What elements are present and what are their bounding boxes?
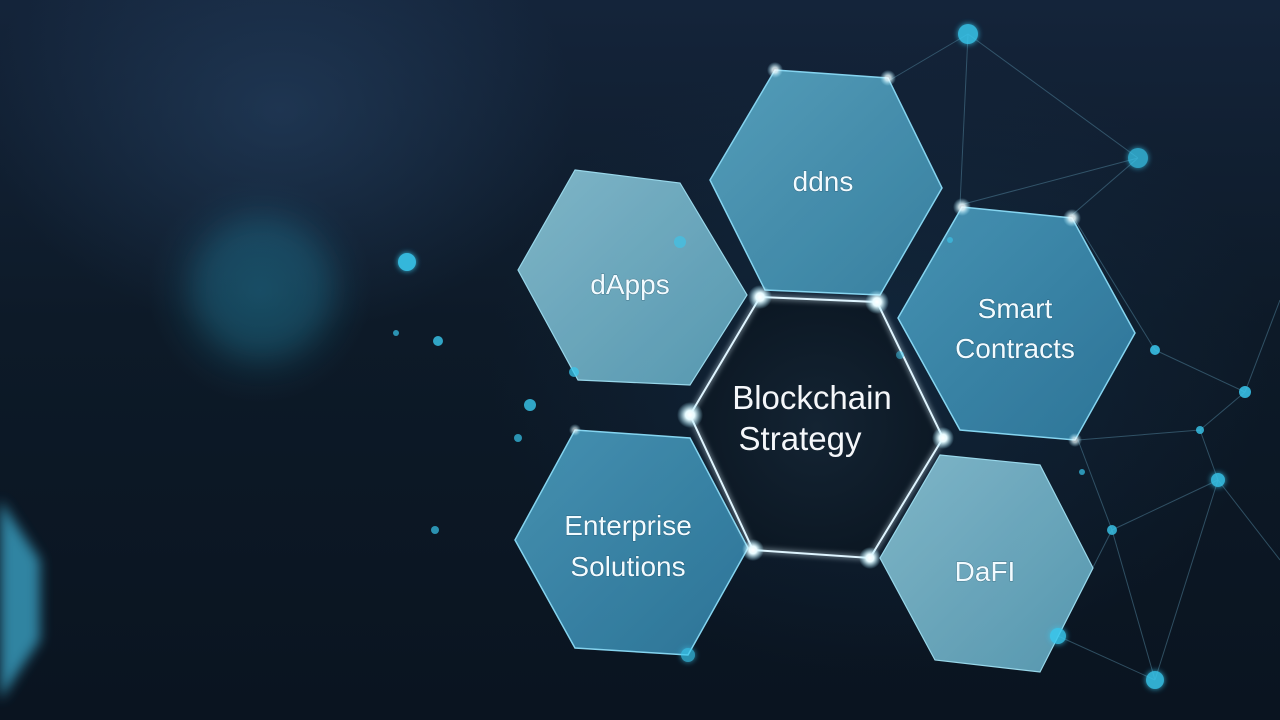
outer-vertex-glows xyxy=(569,62,1082,447)
center-vertex-glows xyxy=(677,285,954,569)
hex-label-smart: Smart xyxy=(978,293,1053,324)
bokeh-blur xyxy=(192,218,332,358)
hex-node-dapps: dApps xyxy=(517,169,748,386)
hex-node-smart-contracts: Smart Contracts xyxy=(897,206,1136,441)
hex-node-ddns: ddns xyxy=(709,69,943,296)
hex-node-center: Blockchain Strategy xyxy=(688,295,945,560)
hex-label-dafi: DaFI xyxy=(955,556,1016,587)
hex-label-ddns: ddns xyxy=(793,166,854,197)
hex-label-contracts: Contracts xyxy=(955,333,1075,364)
center-label-blockchain: Blockchain xyxy=(732,379,892,416)
hex-node-enterprise-solutions: Enterprise Solutions xyxy=(514,429,749,656)
hex-label-enterprise: Enterprise xyxy=(564,510,692,541)
hex-label-solutions: Solutions xyxy=(570,551,685,582)
hex-node-dafi: DaFI xyxy=(879,454,1094,673)
hex-label-dapps: dApps xyxy=(590,269,669,300)
center-label-strategy: Strategy xyxy=(739,420,862,457)
edge-hex-glow xyxy=(0,500,40,700)
particle-dots xyxy=(393,24,1251,689)
